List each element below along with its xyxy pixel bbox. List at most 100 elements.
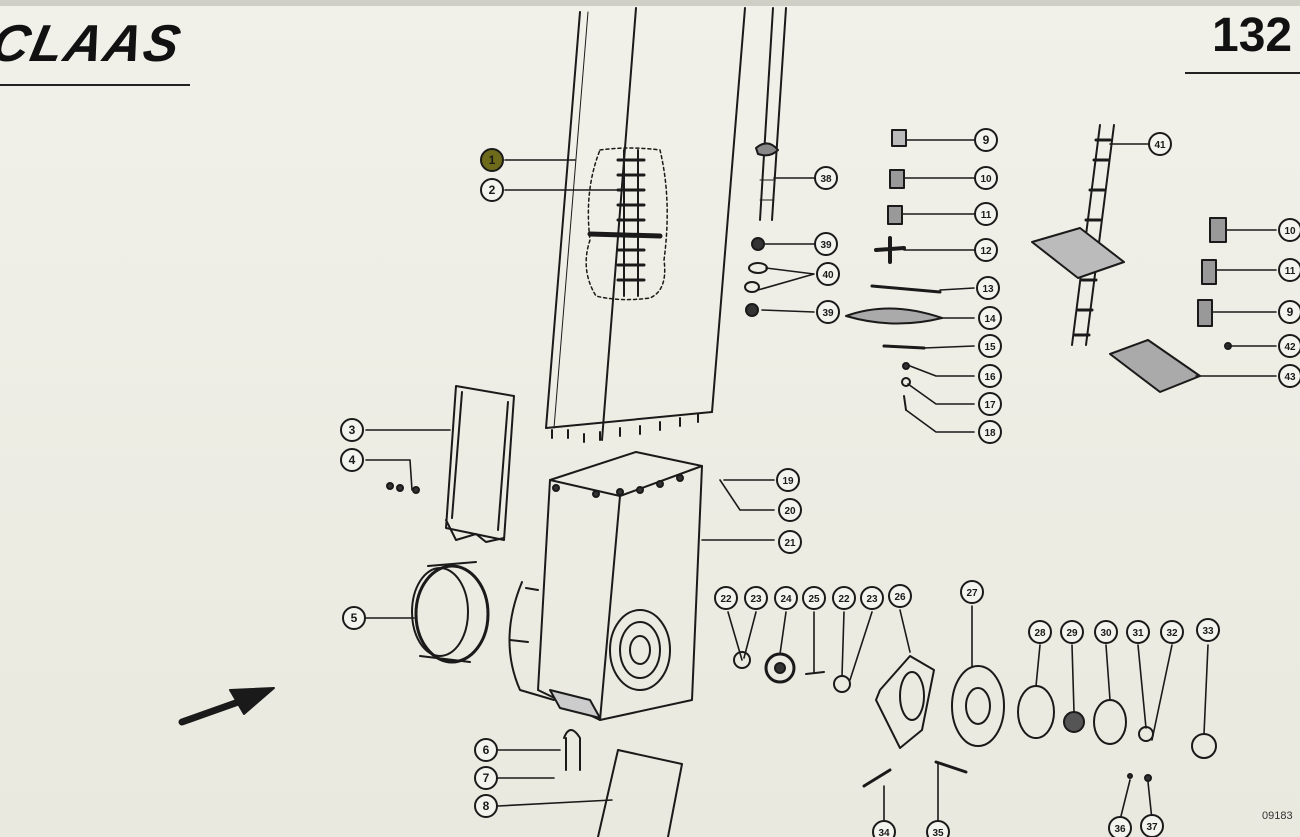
callout-circle (776, 468, 800, 492)
callout-21: 21 (778, 530, 802, 554)
callout-label: 3 (349, 423, 356, 437)
right-hardware (1197, 217, 1227, 327)
callout-circle (1148, 132, 1172, 156)
callout-circle (974, 166, 998, 190)
callout-1: 1 (480, 148, 504, 172)
callout-8: 8 (474, 794, 498, 818)
callout-circle (1278, 334, 1300, 358)
callout-4: 4 (340, 448, 364, 472)
chain-detail (585, 147, 668, 301)
callout-circle (802, 586, 826, 610)
callout-42: 42 (1278, 334, 1300, 358)
callout-2: 2 (480, 178, 504, 202)
shaft-part (755, 7, 787, 221)
callout-15: 15 (978, 334, 1002, 358)
callout-label: 26 (894, 592, 906, 603)
callout-20: 20 (778, 498, 802, 522)
callout-label: 14 (984, 314, 996, 325)
callout-circle (926, 820, 950, 837)
callout-label: 34 (878, 828, 890, 837)
callout-3: 3 (340, 418, 364, 442)
callout-label: 22 (838, 594, 850, 605)
callout-11: 11 (974, 202, 998, 226)
callout-circle (474, 738, 498, 762)
callout-circle (978, 420, 1002, 444)
callout-label: 43 (1284, 372, 1296, 383)
callout-circle (888, 584, 912, 608)
callout-circle (978, 364, 1002, 388)
callout-circle (342, 606, 366, 630)
callout-24: 24 (774, 586, 798, 610)
callout-label: 1 (489, 153, 496, 167)
callout-label: 39 (822, 308, 834, 319)
callout-circle (1160, 620, 1184, 644)
callout-12: 12 (974, 238, 998, 262)
callout-label: 13 (982, 284, 994, 295)
callout-5: 5 (342, 606, 366, 630)
callout-circle (778, 530, 802, 554)
callout-label: 10 (1284, 226, 1296, 237)
callout-label: 10 (980, 174, 992, 185)
callout-10: 10 (1278, 218, 1300, 242)
callout-label: 17 (984, 400, 996, 411)
callout-31: 31 (1126, 620, 1150, 644)
callout-circle (814, 232, 838, 256)
callout-27: 27 (960, 580, 984, 604)
callout-label: 9 (983, 133, 990, 147)
callout-circle (1140, 814, 1164, 837)
callout-circle (814, 166, 838, 190)
callout-circle (872, 820, 896, 837)
page-number: 132 (1212, 9, 1293, 62)
callout-label: 39 (820, 240, 832, 251)
washers-39-40 (744, 237, 768, 317)
callout-label: 36 (1114, 824, 1126, 835)
callout-label: 41 (1154, 140, 1166, 151)
page-edge (0, 0, 1300, 6)
callout-circle (978, 392, 1002, 416)
callout-label: 18 (984, 428, 996, 439)
callout-circle (976, 276, 1000, 300)
callout-circle (1278, 300, 1300, 324)
elevator-housing (545, 7, 746, 443)
callout-9: 9 (974, 128, 998, 152)
callout-label: 23 (750, 594, 762, 605)
callout-circle (960, 580, 984, 604)
header-rule-left (0, 84, 190, 86)
callout-23: 23 (744, 586, 768, 610)
callout-circle (860, 586, 884, 610)
callout-label: 30 (1100, 628, 1112, 639)
callout-label: 31 (1132, 628, 1144, 639)
callout-label: 27 (966, 588, 978, 599)
callout-13: 13 (976, 276, 1000, 300)
callout-11: 11 (1278, 258, 1300, 282)
callout-38: 38 (814, 166, 838, 190)
callout-circle (1278, 258, 1300, 282)
callout-label: 2 (489, 183, 496, 197)
callout-label: 22 (720, 594, 732, 605)
callout-34: 34 (872, 820, 896, 837)
callout-22: 22 (714, 586, 738, 610)
callout-circle (816, 262, 840, 286)
callout-circle (778, 498, 802, 522)
callout-circle (974, 202, 998, 226)
callout-17: 17 (978, 392, 1002, 416)
callout-circle (474, 794, 498, 818)
callout-circle (1028, 620, 1052, 644)
callout-circle (1278, 218, 1300, 242)
callout-circle (1094, 620, 1118, 644)
callout-circle (974, 238, 998, 262)
callout-label: 7 (483, 771, 490, 785)
callout-37: 37 (1140, 814, 1164, 837)
callout-23: 23 (860, 586, 884, 610)
callout-label: 38 (820, 174, 832, 185)
callout-label: 19 (782, 476, 794, 487)
callout-25: 25 (802, 586, 826, 610)
callout-30: 30 (1094, 620, 1118, 644)
callout-6: 6 (474, 738, 498, 762)
callout-label: 25 (808, 594, 820, 605)
callout-label: 32 (1166, 628, 1178, 639)
callout-circle (744, 586, 768, 610)
callout-circle (978, 306, 1002, 330)
